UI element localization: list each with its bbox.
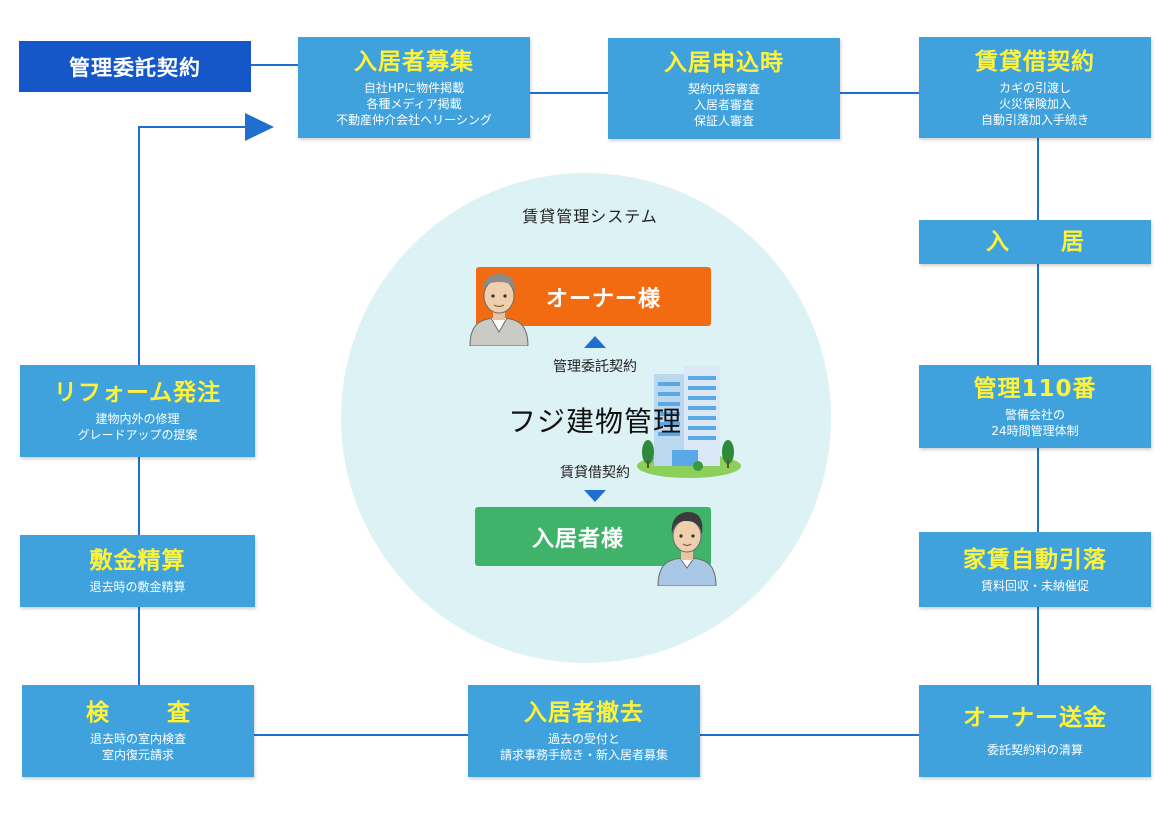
box-title: 敷金精算 [89,548,186,574]
box-description: 過去の受付と 請求事務手続き・新入居者募集 [499,732,668,762]
box-description: 建物内外の修理 グレードアップの提案 [77,412,198,442]
box-lease-contract: 賃貸借契約 カギの引渡し 火災保険加入 自動引落加入手続き [919,37,1151,138]
box-application: 入居申込時 契約内容審査 入居者審査 保証人審査 [608,38,840,139]
arrow-head-to-recruit [245,113,274,141]
tenant-box: 入居者様 [475,507,711,566]
building-icon [637,366,741,478]
system-label: 賃貸管理システム [522,207,658,226]
box-title: 家賃自動引落 [963,546,1107,573]
box-title: 入居申込時 [664,49,784,76]
box-description: カギの引渡し 火災保険加入 自動引落加入手続き [980,80,1089,127]
arrow-down-icon [584,490,606,502]
owner-box: オーナー様 [476,267,711,326]
box-description: 退去時の敷金精算 [89,580,186,594]
box-description: 契約内容審査 入居者審査 保証人審査 [687,81,760,128]
box-title: 入居 [986,229,1136,255]
box-description: 警備会社の 24時間管理体制 [991,407,1079,438]
arrow-up-icon [584,336,606,348]
box-title: 入居者撤去 [524,700,644,726]
box-title: 検査 [86,700,248,726]
box-description: 自社HPに物件掲載 各種メディア掲載 不動産仲介会社へリーシング [336,80,492,127]
box-description: 退去時の室内検査 室内復元請求 [89,732,186,762]
box-kanri-110: 管理110番 警備会社の 24時間管理体制 [919,365,1151,448]
upper-contract-label: 管理委託契約 [553,359,637,375]
box-title: リフォーム発注 [53,380,222,406]
box-title: 管理110番 [973,375,1097,402]
box-tenant-recruitment: 入居者募集 自社HPに物件掲載 各種メディア掲載 不動産仲介会社へリーシング [298,37,530,138]
box-title: 賃貸借契約 [975,48,1095,75]
box-reform-order: リフォーム発注 建物内外の修理 グレードアップの提案 [20,365,255,457]
rental-management-system-circle [341,173,831,663]
box-tenant-move-out: 入居者撤去 過去の受付と 請求事務手続き・新入居者募集 [468,685,700,777]
box-inspection: 検査 退去時の室内検査 室内復元請求 [22,685,254,777]
management-contract-label: 管理委託契約 [19,41,251,92]
owner-avatar-icon [469,274,529,346]
box-owner-remittance: オーナー送金 委託契約料の清算 [919,685,1151,777]
tenant-label: 入居者様 [531,526,624,552]
box-move-in: 入居 [919,220,1151,264]
box-description: 委託契約料の清算 [986,743,1083,757]
box-description: 賃料回収・未納催促 [980,578,1089,593]
line-reform-recruit [138,126,250,365]
box-title: 入居者募集 [354,48,474,75]
box-title: オーナー送金 [963,705,1107,731]
box-rent-auto-debit: 家賃自動引落 賃料回収・未納催促 [919,532,1151,607]
owner-label: オーナー様 [545,286,661,312]
box-deposit-settlement: 敷金精算 退去時の敷金精算 [20,535,255,607]
tenant-avatar-icon [657,512,717,586]
lower-contract-label: 賃貸借契約 [560,465,630,481]
company-name: フジ建物管理 [507,405,682,438]
